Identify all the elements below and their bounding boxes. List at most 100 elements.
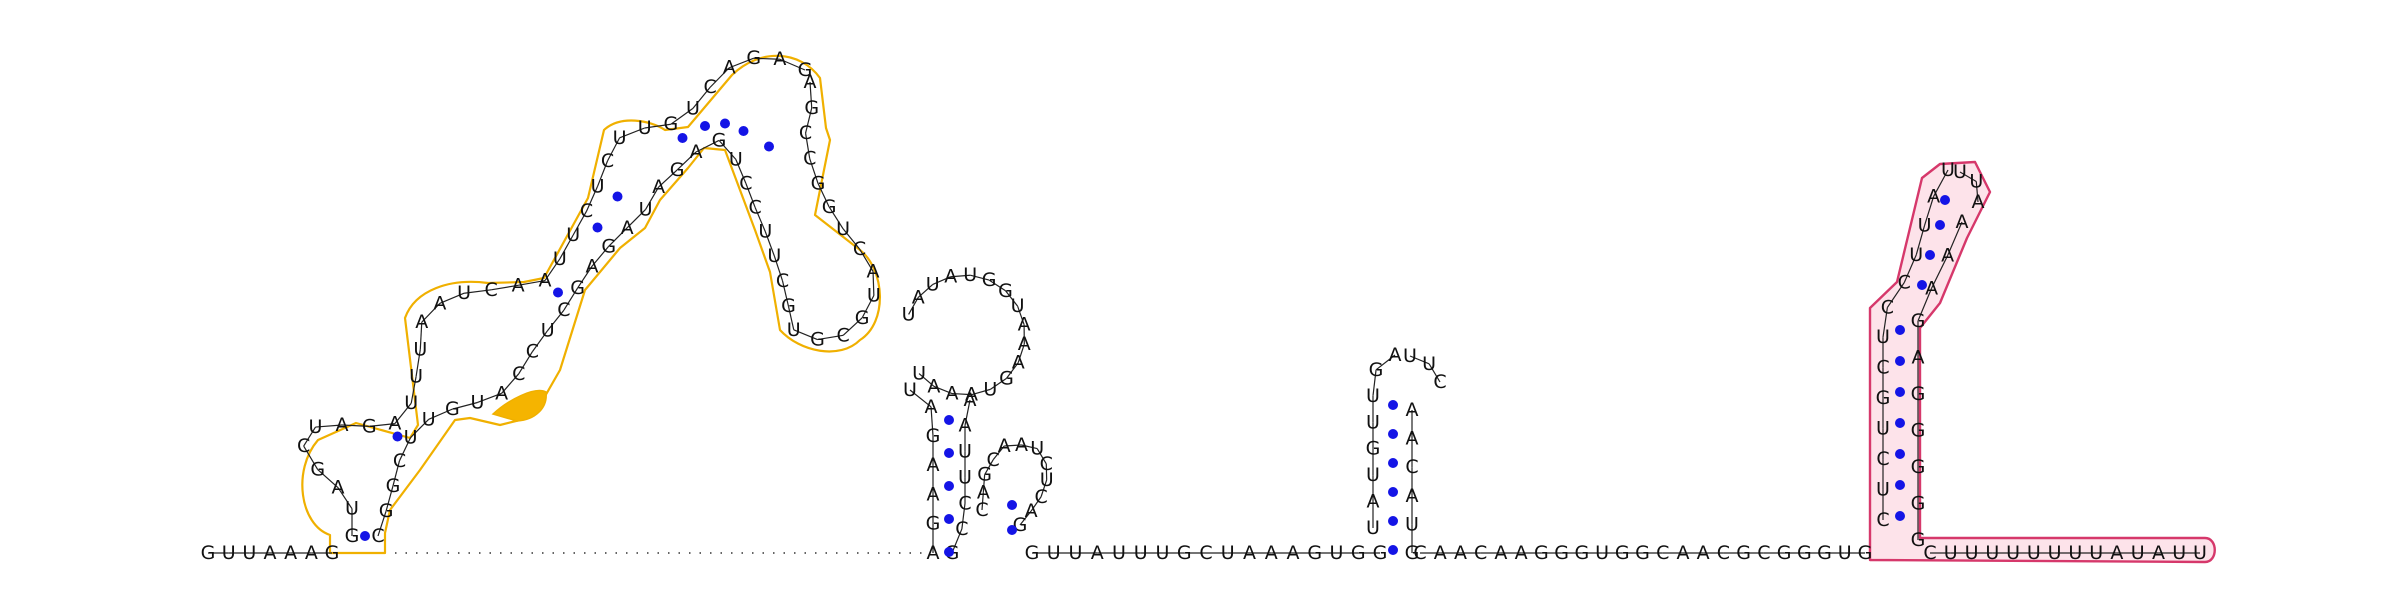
nucleotide-hairpin1-loop: G bbox=[999, 367, 1014, 389]
base-pair-dot bbox=[1007, 500, 1017, 510]
backbone-bond bbox=[518, 351, 533, 375]
backbone-bond bbox=[645, 186, 660, 210]
nucleotide-mid-linker: G bbox=[1777, 542, 1792, 564]
nucleotide-right-tail: U bbox=[2193, 542, 2207, 564]
nucleotide-orange-strand: A bbox=[332, 477, 345, 499]
backbone-bond bbox=[1959, 171, 1977, 183]
nucleotide-pink-loop: A bbox=[1972, 191, 1985, 213]
backbone-bond bbox=[1975, 181, 1979, 203]
nucleotide-orange-strand: U bbox=[409, 365, 423, 387]
backbone-bond bbox=[342, 424, 370, 427]
orange-domain-outline bbox=[301, 54, 881, 555]
nucleotide-hairpin1-loop: G bbox=[998, 280, 1013, 302]
backbone-bond bbox=[787, 306, 795, 330]
nucleotide-orange-strand: C bbox=[297, 435, 310, 457]
base-pair-dot bbox=[392, 431, 403, 442]
backbone-bond bbox=[793, 329, 818, 341]
backbone-bond bbox=[544, 258, 561, 281]
nucleotide-orange-strand: G bbox=[379, 500, 394, 522]
base-pair-dot bbox=[1895, 511, 1905, 521]
backbone-bond bbox=[1006, 362, 1019, 379]
backbone-bond bbox=[1917, 288, 1933, 322]
base-pair-dot bbox=[1935, 220, 1945, 230]
backbone-bond bbox=[692, 86, 711, 109]
nucleotide-right-tail: U bbox=[2131, 542, 2145, 564]
nucleotide-mid-linker: A bbox=[1697, 542, 1710, 564]
backbone-bond bbox=[872, 271, 875, 296]
nucleotide-orange-strand: C bbox=[853, 238, 866, 260]
nucleotide-hairpin1: U bbox=[903, 379, 917, 401]
backbone-bond bbox=[410, 418, 430, 438]
nucleotide-pink: C bbox=[1876, 357, 1889, 379]
nucleotide-orange-strand: G bbox=[798, 59, 813, 81]
backbone-bond bbox=[626, 208, 647, 229]
nucleotide-orange-strand: G bbox=[345, 525, 360, 547]
backbone-bond bbox=[908, 297, 919, 315]
nucleotide-orange-strand: U bbox=[729, 148, 743, 170]
nucleotide-orange-strand: A bbox=[723, 57, 736, 79]
nucleotide-mid-linker: G bbox=[1534, 542, 1549, 564]
nucleotide-orange-strand: C bbox=[485, 279, 498, 301]
nucleotide-orange-strand: U bbox=[404, 392, 418, 414]
backbone-bond bbox=[951, 528, 963, 554]
backbone-bond bbox=[1886, 282, 1905, 308]
base-pair-dot bbox=[944, 481, 954, 491]
nucleotide-pink: U bbox=[1876, 418, 1890, 440]
nucleotide-orange-strand: C bbox=[837, 324, 850, 346]
nucleotide-hairpin3: G bbox=[1366, 438, 1381, 460]
nucleotide-hairpin2: C bbox=[1040, 453, 1053, 475]
backbone-bond bbox=[452, 401, 478, 410]
nucleotide-junction: U bbox=[1047, 542, 1061, 564]
base-pair-dot bbox=[553, 287, 563, 298]
nucleotide-orange-strand: A bbox=[867, 260, 880, 282]
nucleotide-orange-strand: U bbox=[836, 218, 850, 240]
nucleotide-orange-strand: A bbox=[690, 141, 703, 163]
backbone-bond bbox=[1017, 343, 1025, 363]
nucleotide-orange-strand: U bbox=[422, 408, 436, 430]
backbone-bond bbox=[317, 469, 339, 489]
nucleotide-orange-strand: C bbox=[601, 150, 614, 172]
backbone-bond bbox=[859, 248, 874, 272]
base-pair-dot bbox=[944, 547, 954, 557]
backbone-bond bbox=[1004, 444, 1022, 447]
backbone-bond bbox=[315, 424, 343, 428]
backbone-bond bbox=[709, 67, 730, 88]
nucleotide-hairpin3: U bbox=[1366, 385, 1380, 407]
nucleotide-pink: U bbox=[1876, 479, 1890, 501]
nucleotide-orange-strand: G bbox=[601, 235, 616, 257]
nucleotide-mid-linker: C bbox=[1474, 542, 1487, 564]
nucleotide-orange-strand: U bbox=[686, 97, 700, 119]
nucleotide-junction: A bbox=[1287, 542, 1300, 564]
backbone-bond bbox=[809, 158, 819, 184]
nucleotide-orange-strand: C bbox=[512, 363, 525, 385]
backbone-bond bbox=[477, 392, 502, 404]
backbone-bond bbox=[1947, 221, 1963, 256]
backbone-bond bbox=[421, 302, 441, 323]
base-pair-dot bbox=[700, 121, 710, 131]
backbone-bond bbox=[1036, 448, 1047, 465]
nucleotide-hairpin1-loop: A bbox=[927, 375, 940, 397]
nucleotide-left-tail: G bbox=[201, 542, 216, 564]
nucleotide-orange-strand: A bbox=[433, 292, 446, 314]
backbone-bond bbox=[764, 231, 775, 257]
backbone-bond bbox=[439, 292, 465, 304]
backbone-bond bbox=[817, 183, 830, 208]
base-pair-dot bbox=[1895, 480, 1905, 490]
nucleotide-orange-strand: C bbox=[393, 450, 406, 472]
nucleotide-junction: U bbox=[1156, 542, 1170, 564]
nucleotide-orange-strand: C bbox=[704, 76, 717, 98]
nucleotide-right-tail: A bbox=[2110, 542, 2123, 564]
backbone-bond bbox=[971, 388, 991, 396]
nucleotide-orange-strand: C bbox=[371, 525, 384, 547]
nucleotide-pink: C bbox=[1898, 272, 1911, 294]
nucleotide-junction: U bbox=[1112, 542, 1126, 564]
base-pair-dot bbox=[944, 415, 954, 425]
backbone-bond bbox=[951, 392, 972, 396]
nucleotide-junction: U bbox=[1134, 542, 1148, 564]
nucleotide-mid-linker: A bbox=[1494, 542, 1507, 564]
nucleotide-right-tail: U bbox=[2068, 542, 2082, 564]
backbone-bond bbox=[491, 284, 519, 291]
nucleotide-right-tail: U bbox=[2172, 542, 2186, 564]
nucleotide-hairpin3: A bbox=[1406, 485, 1419, 507]
nucleotide-hairpin1-loop: A bbox=[946, 383, 959, 405]
